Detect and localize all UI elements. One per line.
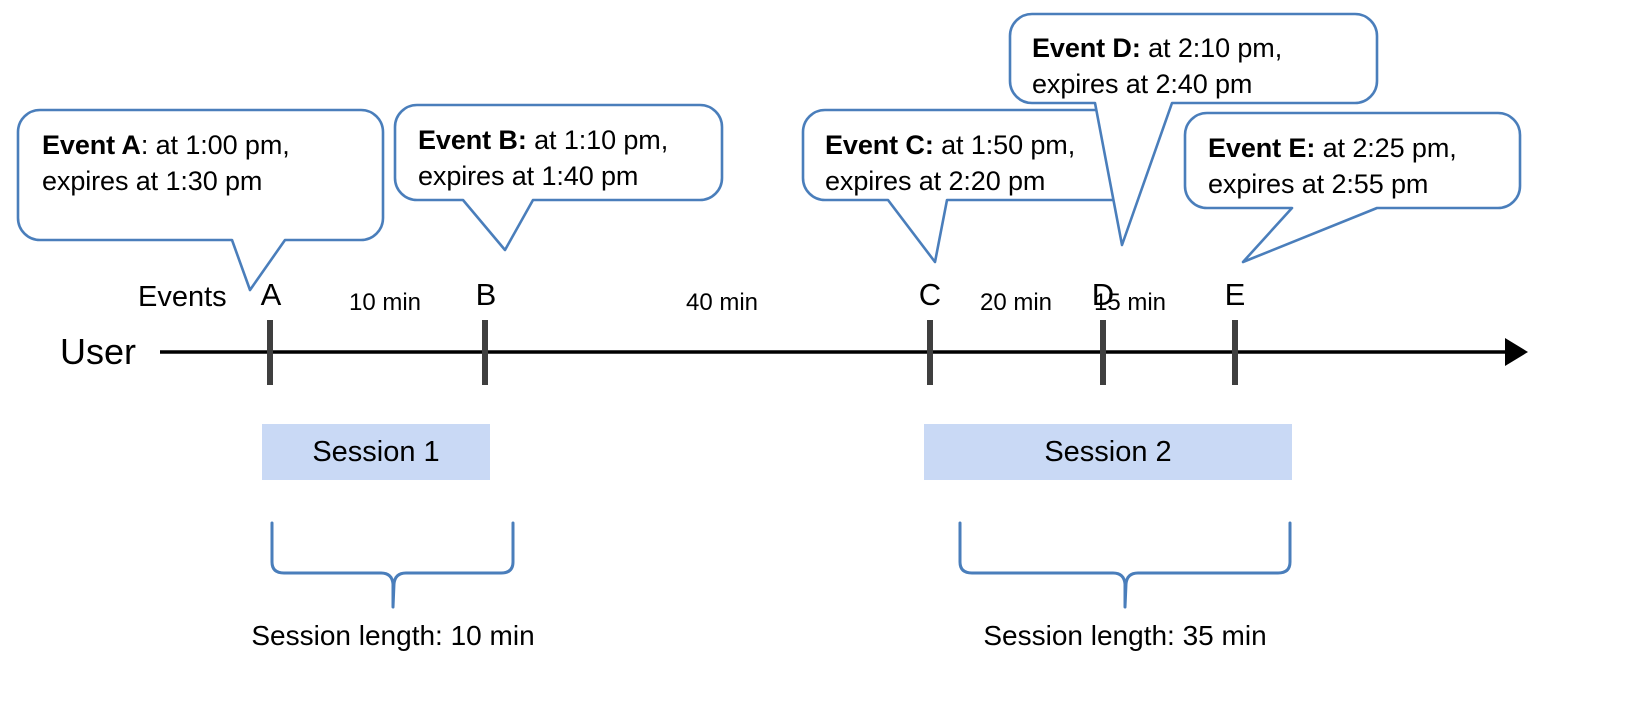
events-row-label: Events	[138, 281, 227, 313]
callout-b-line2: expires at 1:40 pm	[418, 161, 639, 191]
session-bar-1-label: Session 1	[312, 436, 440, 468]
callout-d-line2: expires at 2:40 pm	[1032, 69, 1253, 99]
session-bar-1: Session 1	[262, 424, 490, 480]
callout-c-bold: Event C:	[825, 130, 934, 160]
callout-c-line2: expires at 2:20 pm	[825, 166, 1046, 196]
session-bar-2-label: Session 2	[1044, 436, 1172, 468]
gap-label-b-c: 40 min	[685, 289, 759, 316]
session-2-brace	[958, 521, 1292, 609]
callout-b-text: Event B: at 1:10 pm, expires at 1:40 pm	[418, 122, 668, 194]
callout-d-text: Event D: at 2:10 pm, expires at 2:40 pm	[1032, 30, 1282, 102]
callout-c-text: Event C: at 1:50 pm, expires at 2:20 pm	[825, 127, 1075, 199]
callout-a-line2: expires at 1:30 pm	[42, 166, 263, 196]
session-1-brace	[270, 521, 515, 609]
callout-d-bold: Event D:	[1032, 33, 1141, 63]
callout-b-line1-rest: at 1:10 pm,	[526, 125, 669, 155]
session-2-length-label: Session length: 35 min	[983, 620, 1267, 651]
timeline-arrowhead-icon	[1505, 338, 1528, 366]
callout-e-bold: Event E:	[1208, 133, 1316, 163]
callout-e-text: Event E: at 2:25 pm, expires at 2:55 pm	[1208, 130, 1457, 202]
gap-label-a-b: 10 min	[348, 289, 422, 316]
callout-d-line1-rest: at 2:10 pm,	[1140, 33, 1283, 63]
callout-a-line1-rest: : at 1:00 pm,	[140, 130, 290, 160]
tick-label-b: B	[475, 277, 497, 312]
user-row-label: User	[60, 331, 137, 372]
tick-label-d: D	[1091, 277, 1115, 312]
callout-e-line2: expires at 2:55 pm	[1208, 169, 1429, 199]
callout-a-bold: Event A	[42, 130, 141, 160]
session-bar-2: Session 2	[924, 424, 1292, 480]
gap-label-c-d: 20 min	[979, 289, 1053, 316]
tick-label-e: E	[1224, 277, 1246, 312]
gap-label-d-e: 15 min	[1093, 289, 1167, 316]
callout-a-text: Event A: at 1:00 pm, expires at 1:30 pm	[42, 127, 290, 199]
callout-c-line1-rest: at 1:50 pm,	[933, 130, 1076, 160]
session-1-length-label: Session length: 10 min	[251, 620, 535, 651]
tick-label-a: A	[260, 277, 282, 312]
callout-e-line1-rest: at 2:25 pm,	[1315, 133, 1457, 163]
callout-b-bold: Event B:	[418, 125, 527, 155]
tick-label-c: C	[918, 277, 942, 312]
